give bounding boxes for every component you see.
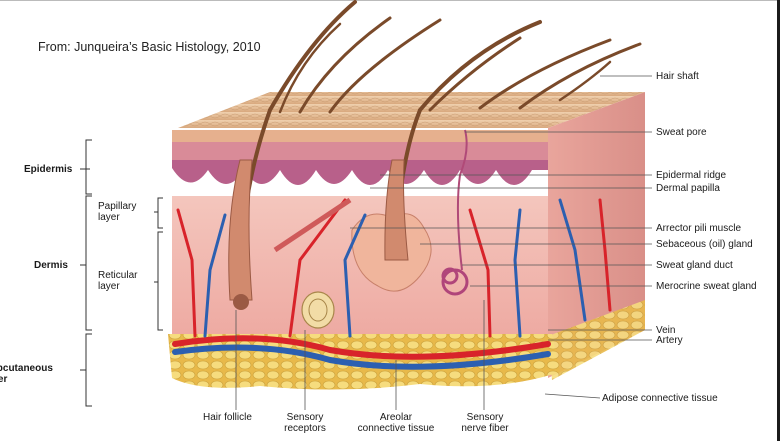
skin-side-face <box>548 92 645 378</box>
label-nerve-fiber-2: nerve fiber <box>461 423 509 434</box>
label-sweat-gland-duct: Sweat gland duct <box>656 260 733 271</box>
merocrine-sweat-gland <box>441 267 469 296</box>
hair-follicle-left <box>228 159 253 301</box>
label-papillary-1: Papillary <box>98 201 137 212</box>
top-border <box>0 0 780 1</box>
label-artery: Artery <box>656 335 683 346</box>
label-subcutaneous-2: layer <box>0 374 8 385</box>
label-papillary-2: layer <box>98 212 120 223</box>
label-sebaceous-gland: Sebaceous (oil) gland <box>656 239 753 250</box>
right-leader-lines <box>350 75 652 399</box>
label-dermis: Dermis <box>34 260 68 271</box>
label-reticular-1: Reticular <box>98 270 138 281</box>
label-dermal-papilla: Dermal papilla <box>656 183 720 194</box>
sensory-receptor <box>301 291 335 329</box>
label-epidermis: Epidermis <box>24 164 73 175</box>
label-epidermal-ridge: Epidermal ridge <box>656 170 727 181</box>
vein-main <box>172 344 551 370</box>
label-vein: Vein <box>656 325 676 336</box>
source-caption: From: Junqueira’s Basic Histology, 2010 <box>38 40 261 54</box>
label-sweat-pore: Sweat pore <box>656 127 707 138</box>
label-hair-follicle: Hair follicle <box>203 412 252 423</box>
label-merocrine-gland: Merocrine sweat gland <box>656 281 757 292</box>
label-areolar-1: Areolar <box>379 412 413 423</box>
artery-main <box>172 335 551 360</box>
label-subcutaneous-1: Subcutaneous <box>0 363 53 374</box>
bottom-leader-lines <box>235 300 485 410</box>
label-sensory-receptors-2: receptors <box>284 423 326 434</box>
right-window-edge <box>777 0 780 441</box>
epidermal-ridges <box>172 160 548 185</box>
label-arrector-pili: Arrector pili muscle <box>656 223 742 234</box>
blood-vessels <box>172 198 612 370</box>
label-adipose: Adipose connective tissue <box>602 393 718 404</box>
hair-follicle-center <box>384 159 409 261</box>
label-reticular-2: layer <box>98 281 120 292</box>
label-areolar-2: connective tissue <box>357 423 435 434</box>
arrector-pili-muscle <box>273 197 352 253</box>
label-nerve-fiber-1: Sensory <box>466 412 504 423</box>
label-sensory-receptors-1: Sensory <box>286 412 324 423</box>
left-brackets <box>80 139 163 407</box>
label-hair-shaft: Hair shaft <box>656 71 699 82</box>
